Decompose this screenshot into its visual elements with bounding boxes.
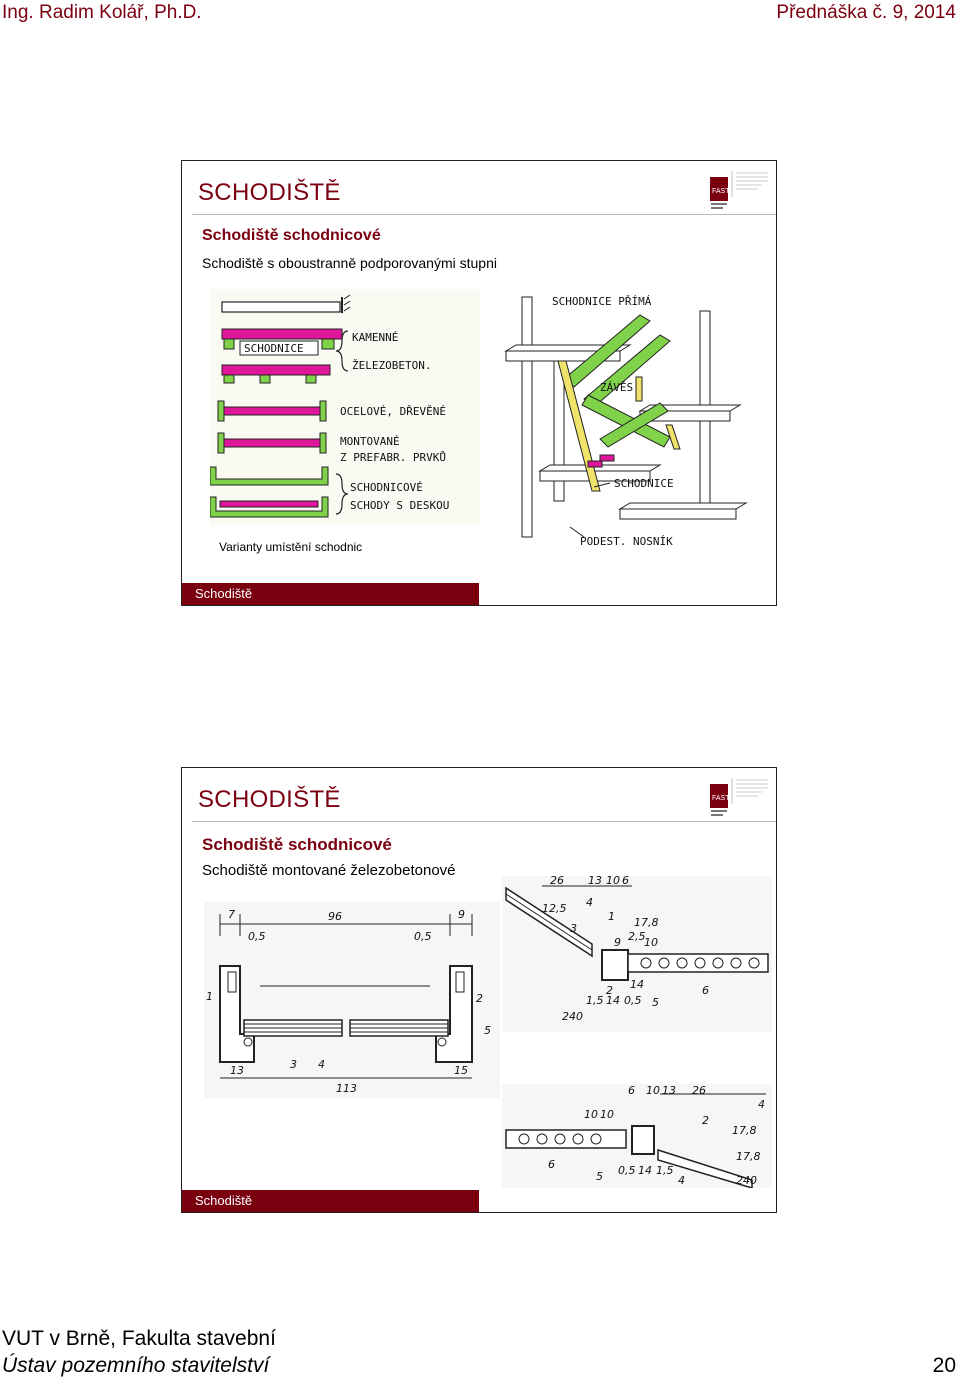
svg-text:1: 1 — [206, 990, 213, 1003]
svg-text:ZÁVĚS: ZÁVĚS — [600, 381, 633, 394]
svg-text:4: 4 — [318, 1058, 325, 1071]
department-line: Ústav pozemního stavitelství — [2, 1354, 270, 1377]
svg-text:13: 13 — [662, 1084, 676, 1097]
slide-footer: Schodiště — [182, 1190, 479, 1212]
svg-text:17,8: 17,8 — [732, 1124, 757, 1137]
svg-text:3: 3 — [570, 922, 577, 935]
slide-1: SCHODIŠTĚ FAST Schodiště schodnicové Sch… — [181, 160, 777, 606]
slide-subtitle: Schodiště schodnicové — [202, 227, 381, 244]
svg-text:FAST: FAST — [712, 795, 730, 802]
svg-text:0,5: 0,5 — [618, 1164, 636, 1177]
svg-text:4: 4 — [758, 1098, 765, 1111]
svg-text:10: 10 — [646, 1084, 660, 1097]
svg-text:5: 5 — [652, 996, 659, 1009]
svg-text:6: 6 — [702, 984, 709, 997]
svg-text:Z PREFABR. PRVKŮ: Z PREFABR. PRVKŮ — [340, 451, 446, 464]
svg-text:14: 14 — [638, 1164, 652, 1177]
slide-title: SCHODIŠTĚ — [198, 179, 341, 206]
svg-text:SCHODNICE PŘÍMÁ: SCHODNICE PŘÍMÁ — [552, 295, 652, 308]
svg-text:KAMENNÉ: KAMENNÉ — [352, 331, 398, 344]
svg-text:13: 13 — [588, 876, 602, 887]
svg-text:2,5: 2,5 — [628, 930, 646, 943]
svg-text:0,5: 0,5 — [414, 930, 432, 943]
landing-joint-detail-top: 26 13 10 6 4 1 17,8 9 10 14 2 3 1,5 14 0… — [502, 876, 772, 1032]
svg-text:7: 7 — [228, 908, 235, 921]
svg-text:10: 10 — [644, 936, 658, 949]
title-divider — [192, 821, 776, 822]
slide-footer: Schodiště — [182, 583, 479, 605]
svg-text:6: 6 — [628, 1084, 635, 1097]
svg-text:14: 14 — [630, 978, 644, 991]
svg-text:240: 240 — [562, 1010, 583, 1023]
svg-text:1: 1 — [608, 910, 615, 923]
svg-text:ŽELEZOBETON.: ŽELEZOBETON. — [352, 359, 431, 372]
slide-2: SCHODIŠTĚ FAST Schodiště schodnicové Sch… — [181, 767, 777, 1213]
svg-text:5: 5 — [484, 1024, 491, 1037]
svg-text:SCHODNICE: SCHODNICE — [244, 342, 304, 355]
svg-text:15: 15 — [454, 1064, 468, 1077]
svg-text:OCELOVÉ, DŘEVĚNÉ: OCELOVÉ, DŘEVĚNÉ — [340, 405, 446, 418]
svg-text:14: 14 — [606, 994, 620, 1007]
svg-text:4: 4 — [586, 896, 593, 909]
svg-text:SCHODNICE: SCHODNICE — [614, 477, 674, 490]
svg-text:9: 9 — [458, 908, 465, 921]
svg-text:12,5: 12,5 — [542, 902, 567, 915]
svg-text:10: 10 — [584, 1108, 598, 1121]
svg-text:MONTOVANÉ: MONTOVANÉ — [340, 435, 400, 448]
svg-text:10: 10 — [600, 1108, 614, 1121]
svg-text:0,5: 0,5 — [624, 994, 642, 1007]
lecture-header: Přednáška č. 9, 2014 — [776, 2, 956, 23]
svg-text:5: 5 — [596, 1170, 603, 1183]
page-number: 20 — [932, 1354, 956, 1377]
svg-text:26: 26 — [692, 1084, 706, 1097]
svg-text:FAST: FAST — [712, 188, 730, 195]
svg-text:SCHODNICOVÉ: SCHODNICOVÉ — [350, 481, 423, 494]
svg-text:2: 2 — [606, 984, 613, 997]
svg-text:96: 96 — [328, 910, 342, 923]
slide-text: Schodiště montované železobetonové — [202, 862, 456, 879]
svg-text:9: 9 — [614, 936, 621, 949]
title-divider — [192, 214, 776, 215]
svg-text:3: 3 — [290, 1058, 297, 1071]
svg-text:6: 6 — [548, 1158, 555, 1171]
svg-text:13: 13 — [230, 1064, 244, 1077]
svg-text:10: 10 — [606, 876, 620, 887]
slide-title: SCHODIŠTĚ — [198, 786, 341, 813]
svg-text:4: 4 — [678, 1174, 685, 1187]
svg-text:240: 240 — [736, 1174, 757, 1187]
svg-text:PODEST. NOSNÍK: PODEST. NOSNÍK — [580, 535, 673, 548]
svg-text:17,8: 17,8 — [736, 1150, 761, 1163]
svg-text:2: 2 — [476, 992, 483, 1005]
stringer-variants-sketch: SCHODNICE KAMENNÉ ŽELEZOBETON. OCELOVÉ, … — [210, 289, 480, 525]
svg-text:SCHODY S DESKOU: SCHODY S DESKOU — [350, 499, 449, 512]
institution-line: VUT v Brně, Fakulta stavební — [2, 1327, 276, 1350]
fast-logo: FAST — [710, 167, 770, 213]
stringer-cross-section-drawing: 7 96 9 0,5 0,5 1 2 5 3 4 13 15 113 — [204, 902, 500, 1098]
svg-text:113: 113 — [336, 1082, 357, 1095]
figure-caption: Varianty umístění schodnic — [219, 540, 363, 554]
slide-text: Schodiště s oboustranně podporovanými st… — [202, 255, 497, 271]
author-header: Ing. Radim Kolář, Ph.D. — [2, 2, 202, 23]
svg-text:2: 2 — [702, 1114, 709, 1127]
landing-joint-detail-bottom: 10 10 6 10 13 26 4 2 17,8 17,8 6 5 0,5 1… — [502, 1084, 772, 1188]
svg-text:26: 26 — [550, 876, 564, 887]
svg-text:17,8: 17,8 — [634, 916, 659, 929]
fast-logo: FAST — [710, 774, 770, 820]
stair-structure-sketch: SCHODNICE PŘÍMÁ ZÁVĚS SCHODNICE PODEST. … — [504, 295, 748, 548]
slide-subtitle: Schodiště schodnicové — [202, 835, 392, 854]
svg-text:6: 6 — [622, 876, 629, 887]
svg-text:1,5: 1,5 — [586, 994, 604, 1007]
svg-text:1,5: 1,5 — [656, 1164, 674, 1177]
svg-text:0,5: 0,5 — [248, 930, 266, 943]
